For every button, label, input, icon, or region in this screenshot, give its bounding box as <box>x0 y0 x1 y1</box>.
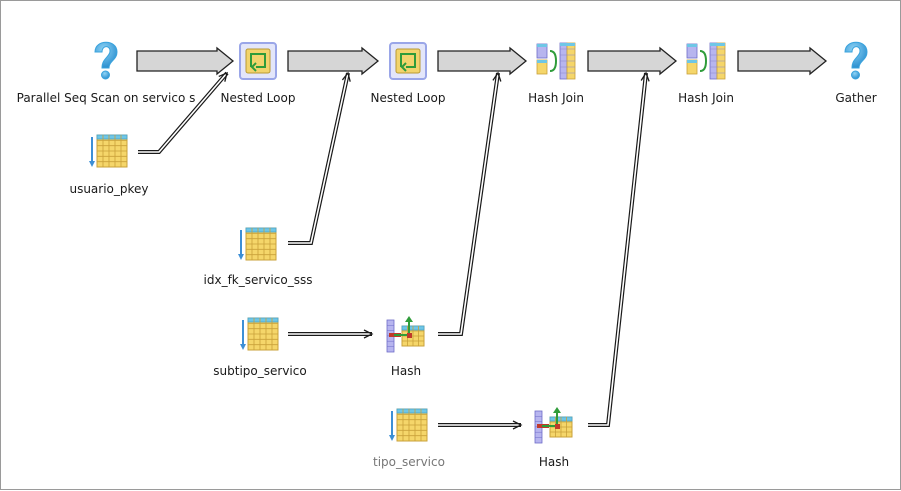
plan-node-label: tipo_servico <box>373 455 445 469</box>
edges-layer <box>136 46 828 430</box>
plan-node-nl2[interactable] <box>389 42 427 80</box>
plan-node-upk[interactable] <box>89 134 128 168</box>
plan-node-label: Nested Loop <box>371 91 446 105</box>
plan-node-hash2[interactable] <box>534 407 573 444</box>
plan-node-label: usuario_pkey <box>69 182 148 196</box>
edge-upk-to-nl1 <box>138 71 229 154</box>
plan-node-pseq[interactable] <box>94 41 118 80</box>
edge-hj2-to-gather <box>737 46 828 76</box>
edge-idx-to-nl2 <box>288 71 351 245</box>
question-icon <box>94 41 118 80</box>
edge-hash1-to-hj1 <box>438 71 502 336</box>
plan-node-label: Hash <box>391 364 421 378</box>
hash-icon <box>386 316 425 353</box>
plan-node-gather[interactable] <box>844 41 868 80</box>
index-scan-icon <box>238 227 277 261</box>
plan-node-idx[interactable] <box>238 227 277 261</box>
plan-node-label: Parallel Seq Scan on servico s <box>17 91 196 105</box>
index-scan-icon <box>89 134 128 168</box>
edge-hash2-to-hj2 <box>588 71 650 427</box>
plan-node-label: Hash Join <box>528 91 584 105</box>
plan-node-hash1[interactable] <box>386 316 425 353</box>
hash-join-icon <box>536 42 576 80</box>
plan-node-nl1[interactable] <box>239 42 277 80</box>
edge-sub-to-hash1 <box>288 329 374 339</box>
plan-node-label: Gather <box>835 91 876 105</box>
edge-pseq-to-nl1 <box>136 46 235 76</box>
edge-nl2-to-hj1 <box>437 46 528 76</box>
edge-hj1-to-hj2 <box>587 46 678 76</box>
question-icon <box>844 41 868 80</box>
hash-join-icon <box>686 42 726 80</box>
plan-node-label: idx_fk_servico_sss <box>204 273 313 287</box>
seq-scan-icon <box>389 408 428 442</box>
plan-node-label: Hash Join <box>678 91 734 105</box>
hash-icon <box>534 407 573 444</box>
nested-loop-icon <box>389 42 427 80</box>
nested-loop-icon <box>239 42 277 80</box>
plan-node-label: Hash <box>539 455 569 469</box>
plan-node-label: subtipo_servico <box>213 364 306 378</box>
plan-node-sub[interactable] <box>240 317 279 351</box>
plan-node-hj1[interactable] <box>536 42 576 80</box>
plan-node-label: Nested Loop <box>221 91 296 105</box>
edge-nl1-to-nl2 <box>287 46 380 76</box>
edge-tipo-to-hash2 <box>438 420 523 430</box>
plan-node-tipo[interactable] <box>389 408 428 442</box>
seq-scan-icon <box>240 317 279 351</box>
plan-node-hj2[interactable] <box>686 42 726 80</box>
nodes-layer: Parallel Seq Scan on servico s Nested Loo… <box>17 41 877 469</box>
